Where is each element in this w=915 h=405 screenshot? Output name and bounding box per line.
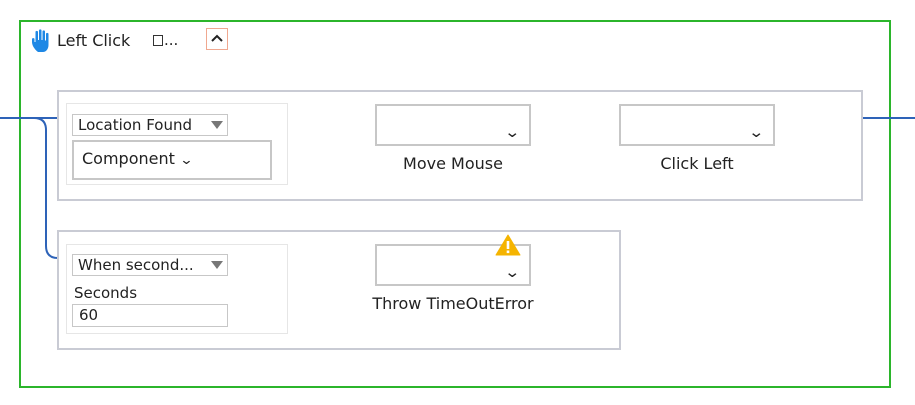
condition-select[interactable]: Location Found xyxy=(72,114,228,136)
click-left-dropdown[interactable]: ⌄ xyxy=(619,104,775,146)
warning-icon xyxy=(495,234,521,256)
condition-select[interactable]: When second... xyxy=(72,254,228,276)
action-label-move-mouse: Move Mouse xyxy=(403,154,503,173)
square-icon[interactable] xyxy=(153,35,163,46)
more-ellipsis[interactable]: ... xyxy=(164,31,179,49)
chevron-down-icon: ⌄ xyxy=(748,123,765,141)
action-label-click-left: Click Left xyxy=(660,154,734,173)
component-dropdown[interactable]: Component ⌄ xyxy=(72,140,272,180)
seconds-input[interactable]: 60 xyxy=(72,304,228,327)
activity-frame xyxy=(19,20,891,388)
dropdown-triangle-icon xyxy=(211,121,223,129)
activity-title: Left Click xyxy=(57,31,131,50)
component-dropdown-value: Component xyxy=(82,149,175,168)
chevron-down-icon: ⌄ xyxy=(504,263,521,281)
dropdown-triangle-icon xyxy=(211,261,223,269)
condition-select-value: When second... xyxy=(78,256,194,274)
collapse-button[interactable] xyxy=(206,28,228,50)
caret-up-icon xyxy=(211,34,223,42)
seconds-label: Seconds xyxy=(74,284,138,302)
chevron-down-icon: ⌄ xyxy=(504,123,521,141)
hand-icon xyxy=(30,28,54,54)
move-mouse-dropdown[interactable]: ⌄ xyxy=(375,104,531,146)
condition-select-value: Location Found xyxy=(78,116,193,134)
action-label-throw-timeout: Throw TimeOutError xyxy=(372,294,534,313)
chevron-down-icon: ⌄ xyxy=(179,153,194,168)
